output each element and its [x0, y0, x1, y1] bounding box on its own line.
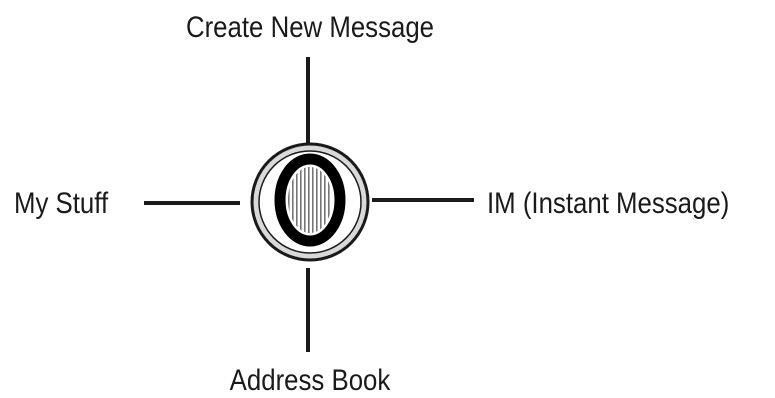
create-new-message-label: Create New Message [185, 11, 435, 44]
navigation-key-icon[interactable] [250, 142, 370, 262]
navigation-key-inner-fill [288, 167, 332, 233]
my-stuff-label: My Stuff [14, 187, 109, 220]
address-book-label: Address Book [229, 364, 391, 397]
im-instant-message-label: IM (Instant Message) [487, 187, 730, 220]
direction-label-up: Create New Message [43, 11, 710, 45]
navigation-key-inner-ring [274, 153, 346, 247]
